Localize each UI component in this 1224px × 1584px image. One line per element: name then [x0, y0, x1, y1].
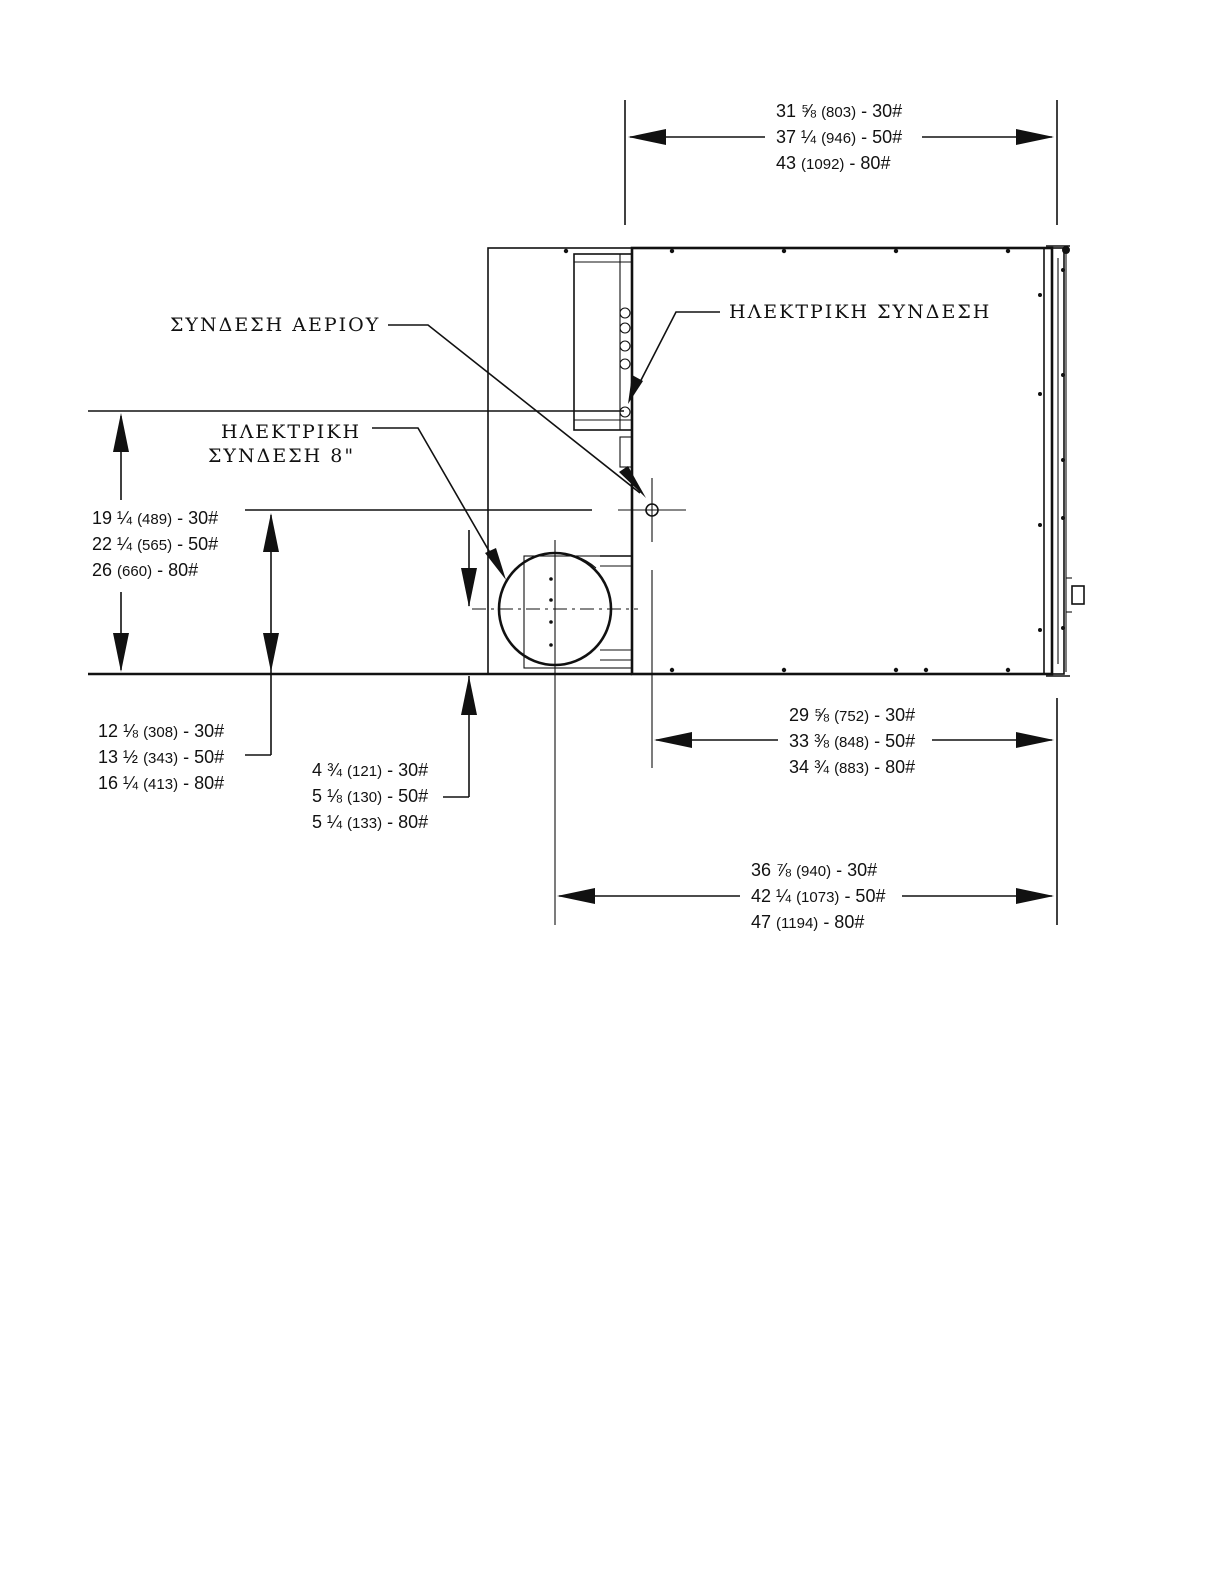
dim-row: 16 ¼ (413) - 80#: [98, 773, 224, 793]
dim-row: 47 (1194) - 80#: [751, 912, 864, 932]
dim-row: 12 ⅛ (308) - 30#: [98, 721, 224, 741]
dim-gas-height: 12 ⅛ (308) - 30# 13 ½ (343) - 50# 16 ¼ (…: [98, 721, 224, 793]
dimension-arrows: [113, 129, 1054, 904]
dim-row: 26 (660) - 80#: [92, 560, 198, 580]
appliance-outline: [487, 245, 1085, 677]
dim-row: 5 ⅛ (130) - 50#: [312, 786, 428, 806]
dim-row: 29 ⅝ (752) - 30#: [789, 705, 915, 725]
dim-row: 37 ¼ (946) - 50#: [776, 127, 902, 147]
dim-left-height: 19 ¼ (489) - 30# 22 ¼ (565) - 50# 26 (66…: [92, 508, 218, 580]
dim-gas-to-front: 29 ⅝ (752) - 30# 33 ⅜ (848) - 50# 34 ¾ (…: [789, 705, 915, 777]
dim-row: 5 ¼ (133) - 80#: [312, 812, 428, 832]
electric-connection-label: ΗΛΕΚΤΡΙΚΗ ΣΥΝΔΕΣΗ: [729, 301, 991, 323]
dim-row: 22 ¼ (565) - 50#: [92, 534, 218, 554]
dim-row: 43 (1092) - 80#: [776, 153, 890, 173]
dim-row: 4 ¾ (121) - 30#: [312, 760, 428, 780]
dim-row: 13 ½ (343) - 50#: [98, 747, 224, 767]
electric-connection-8-label-line1: ΗΛΕΚΤΡΙΚΗ: [221, 421, 361, 443]
dim-flue-to-front: 36 ⅞ (940) - 30# 42 ¼ (1073) - 50# 47 (1…: [751, 860, 885, 932]
dim-row: 19 ¼ (489) - 30#: [92, 508, 218, 528]
reference-lines: [88, 100, 1058, 925]
dim-row: 34 ¾ (883) - 80#: [789, 757, 915, 777]
callout-leaders: [372, 311, 720, 580]
gas-connection-label: ΣΥΝΔΕΣΗ ΑΕΡΙΟΥ: [170, 314, 380, 336]
electric-connection-8-label-line2: ΣΥΝΔΕΣΗ 8": [208, 445, 355, 467]
dim-row: 36 ⅞ (940) - 30#: [751, 860, 877, 880]
dim-top-width: 31 ⅝ (803) - 30# 37 ¼ (946) - 50# 43 (10…: [776, 101, 902, 173]
dim-row: 31 ⅝ (803) - 30#: [776, 101, 902, 121]
dim-row: 33 ⅜ (848) - 50#: [789, 731, 915, 751]
dim-flue-height: 4 ¾ (121) - 30# 5 ⅛ (130) - 50# 5 ¼ (133…: [312, 760, 428, 832]
dim-row: 42 ¼ (1073) - 50#: [751, 886, 885, 906]
